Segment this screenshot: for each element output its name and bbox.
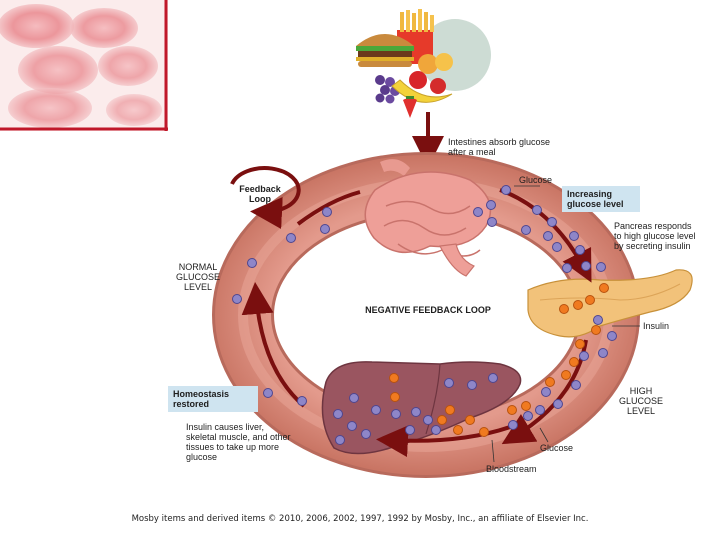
pancreas-label: Pancreas responds to high glucose level … xyxy=(614,221,698,251)
glucose-bottom-label: Glucose xyxy=(540,443,573,453)
food-icon xyxy=(356,9,491,118)
bloodstream-label: Bloodstream xyxy=(486,464,537,474)
feedback-loop-label: Feedback Loop xyxy=(234,184,286,204)
insulin-label: Insulin xyxy=(643,321,669,331)
glucose-top-label: Glucose xyxy=(519,175,552,185)
increasing-glucose-callout: Increasing glucose level xyxy=(562,186,640,212)
normal-glucose-label: NORMAL GLUCOSE LEVEL xyxy=(168,262,228,292)
intestines-label: Intestines absorb glucose after a meal xyxy=(448,137,552,157)
insulin-causes-label: Insulin causes liver, skeletal muscle, a… xyxy=(186,422,296,462)
high-glucose-label: HIGH GLUCOSE LEVEL xyxy=(612,386,670,416)
copyright-caption: Mosby items and derived items © 2010, 20… xyxy=(0,514,720,524)
diagram-title: NEGATIVE FEEDBACK LOOP xyxy=(362,305,494,315)
homeostasis-callout: Homeostasis restored xyxy=(168,386,258,412)
strawberry-icon xyxy=(403,96,417,118)
